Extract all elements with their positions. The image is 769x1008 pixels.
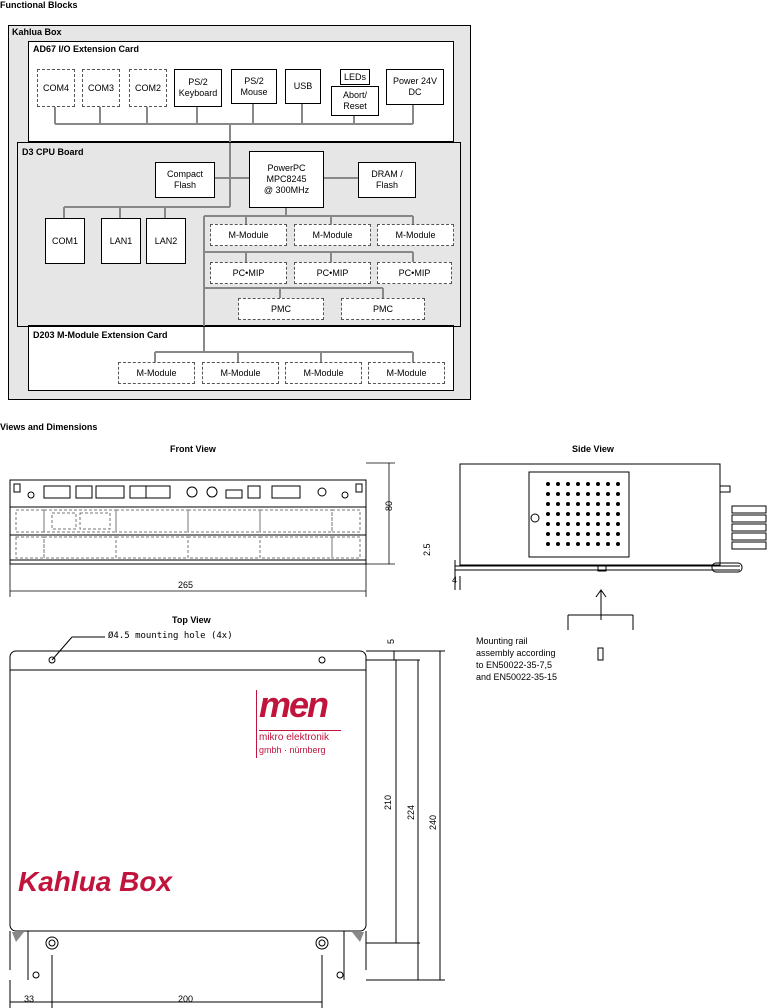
side-view-title: Side View [572, 444, 614, 454]
cpu-mmodule-1: M-Module [210, 224, 287, 246]
mmodule-card-title: D203 M-Module Extension Card [33, 330, 168, 340]
dim-5: 5 [386, 638, 396, 644]
dim-rail-4: 4 [452, 575, 458, 585]
section-title-functional-blocks: Functional Blocks [0, 0, 78, 10]
dim-224: 224 [406, 804, 416, 820]
ps2-mouse-block: PS/2 Mouse [231, 69, 277, 104]
abort-reset-block: Abort/ Reset [331, 86, 379, 116]
logo-line-1: mikro elektronik [259, 732, 330, 743]
dim-33: 33 [24, 994, 35, 1004]
cpu-board: D3 CPU Board [17, 142, 461, 327]
cpu-board-title: D3 CPU Board [22, 147, 84, 157]
com3-block: COM3 [82, 69, 120, 107]
usb-block: USB [285, 69, 321, 104]
cpu-pcmip-1: PC•MIP [210, 262, 287, 284]
dim-240: 240 [428, 814, 438, 830]
top-view-title: Top View [172, 615, 211, 625]
men-logo: men mikro elektronik gmbh · nürnberg [256, 684, 341, 758]
com4-block: COM4 [37, 69, 75, 107]
dim-width-265: 265 [178, 580, 194, 590]
ext-mmodule-4: M-Module [368, 362, 445, 384]
dim-210: 210 [383, 794, 393, 810]
leds-block: LEDs [340, 69, 370, 85]
kahlua-box-title: Kahlua Box [12, 27, 62, 37]
io-card-title: AD67 I/O Extension Card [33, 44, 140, 54]
logo-line-2: gmbh · nürnberg [259, 745, 326, 755]
cpu-pcmip-3: PC•MIP [377, 262, 452, 284]
com1-block: COM1 [45, 218, 85, 264]
mounting-hole-label: Ø4.5 mounting hole (4x) [108, 631, 233, 641]
ext-mmodule-3: M-Module [285, 362, 362, 384]
lan1-block: LAN1 [101, 218, 141, 264]
product-name-kahlua-box: Kahlua Box [18, 866, 173, 897]
dram-flash-block: DRAM / Flash [358, 162, 416, 198]
front-view-title: Front View [170, 444, 216, 454]
com2-block: COM2 [129, 69, 167, 107]
ext-mmodule-1: M-Module [118, 362, 195, 384]
ps2-keyboard-block: PS/2 Keyboard [174, 69, 222, 107]
logo-underline [259, 730, 341, 731]
logo-rule [256, 690, 257, 758]
cpu-block: PowerPC MPC8245 @ 300MHz [249, 151, 324, 208]
lan2-block: LAN2 [146, 218, 186, 264]
cpu-pmc-1: PMC [238, 298, 324, 320]
cpu-pmc-2: PMC [341, 298, 425, 320]
cpu-pcmip-2: PC•MIP [294, 262, 371, 284]
ext-mmodule-2: M-Module [202, 362, 279, 384]
cpu-mmodule-2: M-Module [294, 224, 371, 246]
dim-200: 200 [178, 994, 194, 1004]
power-block: Power 24V DC [386, 69, 444, 105]
cpu-mmodule-3: M-Module [377, 224, 454, 246]
logo-men-word: men [259, 684, 329, 725]
section-title-views: Views and Dimensions [0, 422, 98, 432]
mounting-rail-note: Mounting rail assembly according to EN50… [476, 636, 558, 682]
compact-flash-block: Compact Flash [155, 162, 215, 198]
